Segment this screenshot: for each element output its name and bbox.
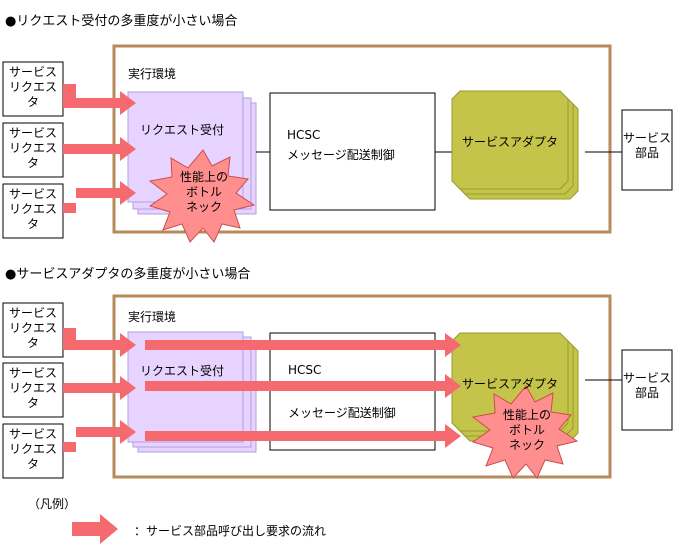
section1-requester-1: サービス リクエス タ [8,65,57,109]
section2-requester-box-3 [2,423,64,479]
section1-hcsc-box [269,92,436,211]
section1-arrow-2 [63,137,136,161]
section1-heading: ●リクエスト受付の多重度が小さい場合 [5,14,238,29]
legend-arrow [72,514,118,544]
section2-hcsc-label: HCSC [288,363,322,377]
section1-bottleneck-label: 性能上の ボトル ネック [179,170,228,214]
section1-parts-label: サービス 部品 [622,131,671,160]
section2-bottleneck-star [471,385,579,479]
section2-heading: ●サービスアダプタの多重度が小さい場合 [5,267,251,282]
section1-requester-box-3 [2,183,64,239]
section2-long-arrow-2 [145,374,461,398]
section2-hcsc-box [269,332,436,451]
legend-title: （凡例） [28,497,77,511]
section2-requester-3: サービス リクエス タ [8,427,57,471]
section2-arrow-2 [63,376,136,400]
section2-requester-1: サービス リクエス タ [8,306,57,350]
section2-parts-box [621,349,673,431]
section1-arrow-1 [63,84,136,115]
section2-adapter-label: サービスアダプタ [462,377,559,391]
section2-requester-box-1 [2,302,64,358]
section1-adapter-stack [451,90,579,200]
section2-hcsc-sublabel: メッセージ配送制御 [288,406,396,420]
section2-requester-2: サービス リクエス タ [8,366,57,410]
section1-hcsc-sublabel: メッセージ配送制御 [287,148,395,162]
section1-adapter-label: サービスアダプタ [462,135,559,149]
section2-bottleneck-label: 性能上の ボトル ネック [502,408,551,452]
section1-requester-box-2 [2,122,64,178]
section1-parts-box [621,109,673,191]
section2-long-arrow-3 [145,424,461,448]
section1-bottleneck-star [148,149,256,243]
section1-env-label: 実行環境 [128,67,177,81]
section2-requester-box-2 [2,362,64,418]
section2-env-label: 実行環境 [128,310,177,324]
section1-requester-box-1 [2,61,64,117]
section1-env-frame [112,44,612,234]
section1-hcsc-label: HCSC [287,128,321,142]
section1-reception-label: リクエスト受付 [140,123,225,137]
section2-long-arrow-1 [145,333,461,357]
section2-parts-label: サービス 部品 [622,371,671,400]
section1-requester-3: サービス リクエス タ [8,187,57,231]
legend-arrow-label: ：サービス部品呼び出し要求の流れ [134,524,327,538]
section1-arrow-3 [63,181,136,213]
section2-arrow-3 [63,420,136,452]
section2-reception-label: リクエスト受付 [140,364,225,378]
section1-requester-2: サービス リクエス タ [8,126,57,170]
section2-arrow-1 [63,328,136,357]
